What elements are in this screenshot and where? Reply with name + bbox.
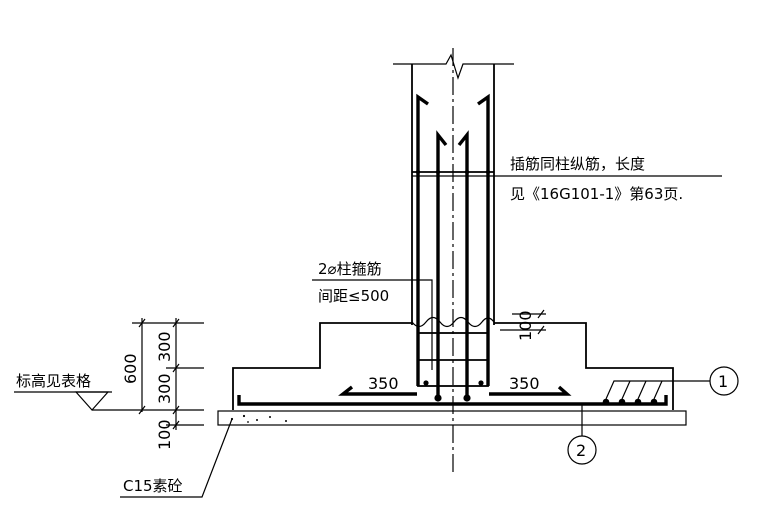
callout-1-number: 1 [718, 372, 728, 391]
break-line [411, 316, 495, 328]
column-stirrups [412, 169, 494, 175]
column-outline [393, 53, 514, 325]
concrete-label: C15素砼 [123, 477, 183, 495]
bottom-reinforcement [237, 395, 668, 406]
left-offset-dimension: 350 [368, 374, 399, 393]
callout-1-leader [605, 366, 739, 400]
column-corner-bars [416, 93, 490, 386]
right-offset-dimension: 350 [509, 374, 540, 393]
callout-2-leader [567, 405, 597, 465]
foundation-outline [232, 322, 674, 410]
left-dimension-chain [132, 318, 204, 430]
concrete-label-leader [120, 418, 233, 498]
upper-step-dimension: 300 [155, 331, 174, 362]
total-height-dimension: 600 [121, 353, 140, 384]
foundation-stirrups [417, 332, 489, 387]
cushion-dimension: 100 [155, 419, 174, 450]
recess-dimension: 100 [516, 310, 535, 341]
concrete-cushion [217, 410, 687, 426]
elevation-label: 标高见表格 [16, 372, 91, 390]
elevation-marker [14, 391, 132, 411]
dowel-annotation-line2: 见《16G101-1》第63页. [510, 185, 683, 203]
stirrup-annotation-line2: 间距≤500 [318, 287, 389, 305]
dowel-annotation-line1: 插筋同柱纵筋，长度 [510, 155, 645, 173]
stirrup-annotation-line1: 2⌀柱箍筋 [318, 260, 382, 278]
callout-2-number: 2 [576, 441, 586, 460]
recess-dimension-lines [500, 309, 546, 335]
lower-step-dimension: 300 [155, 373, 174, 404]
offset-bars [338, 385, 572, 396]
dowel-bars [434, 130, 471, 402]
stirrup-annotation-leader [312, 279, 433, 370]
